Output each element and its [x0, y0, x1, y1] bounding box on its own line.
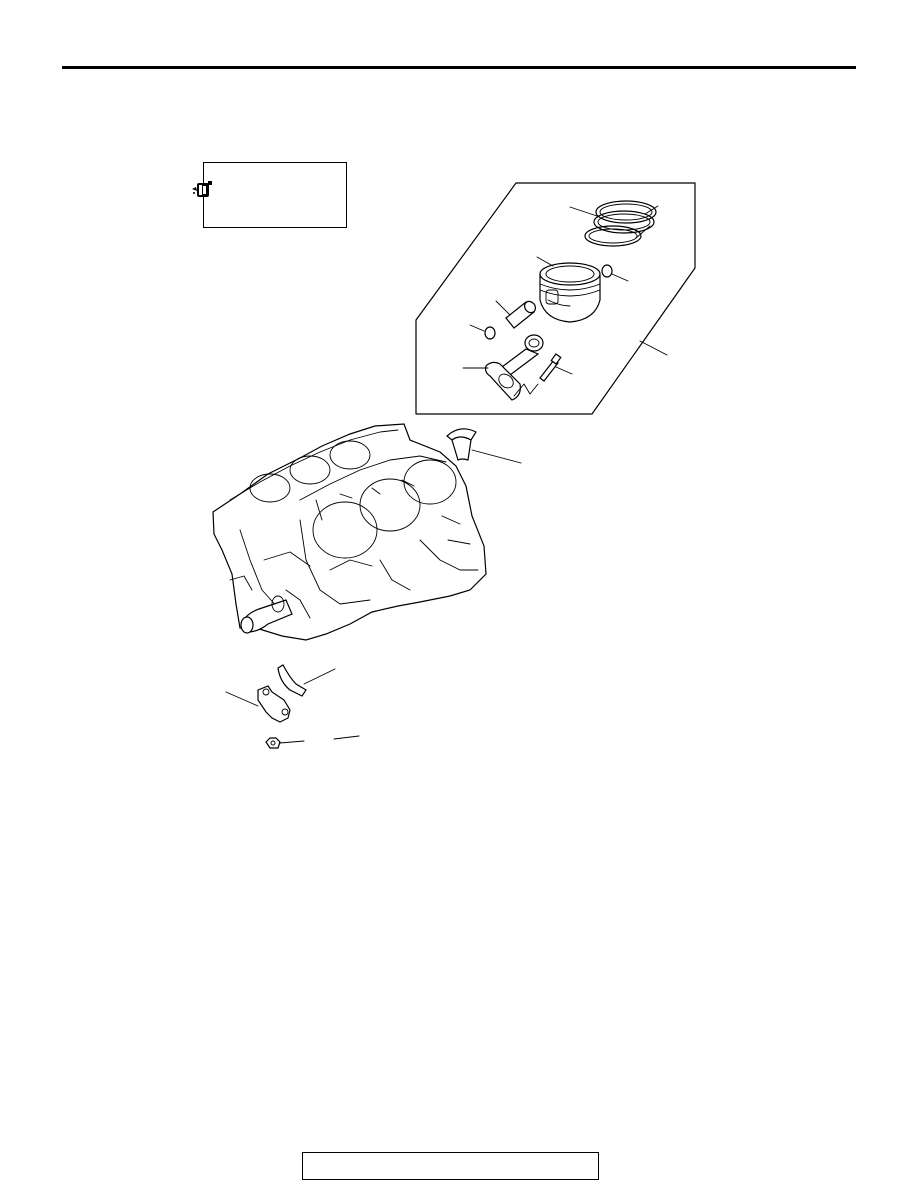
nut-icon	[265, 737, 281, 749]
piston-icon	[539, 262, 601, 323]
connecting-rod-icon	[484, 334, 544, 401]
connecting-rod-bolt-icon	[539, 353, 562, 382]
snap-ring-icon	[601, 264, 613, 278]
footer-box	[302, 1152, 599, 1180]
piston-pin-icon	[505, 300, 537, 329]
snap-ring-icon	[484, 326, 496, 340]
piston-ring-icon	[584, 200, 657, 247]
bearing-shell-icon	[277, 664, 307, 697]
bearing-cap-icon	[257, 685, 291, 723]
lubrication-legend-box	[192, 162, 347, 228]
lubrication-oil-can-icon	[192, 181, 212, 197]
engine-block-icon	[212, 423, 487, 641]
header-rule	[62, 66, 856, 69]
bearing-shell-icon	[446, 428, 477, 461]
component-group-frame	[415, 182, 696, 415]
